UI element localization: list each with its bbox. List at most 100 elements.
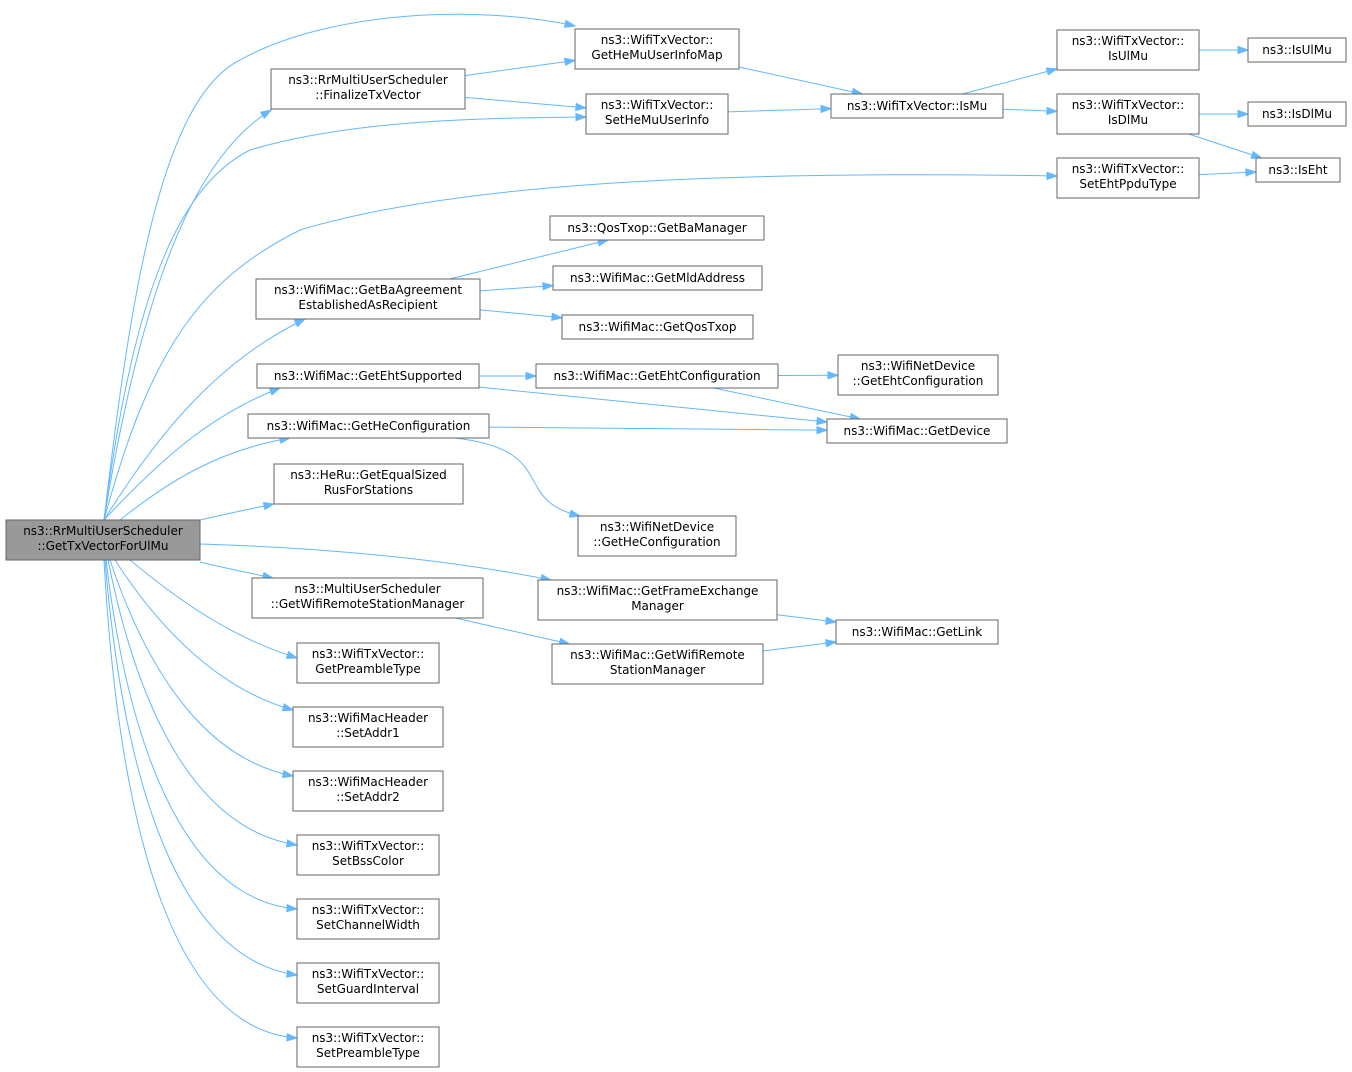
- node-box[interactable]: [585, 93, 729, 135]
- node-box[interactable]: [296, 1026, 440, 1068]
- edge-line: [464, 59, 576, 77]
- node-box[interactable]: [296, 962, 440, 1004]
- arrow-head: [268, 387, 282, 396]
- edge-line: [109, 559, 294, 777]
- edge-root-to-musGetWrsm: [199, 561, 275, 580]
- node-setEhtPpduType[interactable]: ns3::WifiTxVector::SetEhtPpduType: [1056, 157, 1200, 199]
- node-box[interactable]: [1255, 157, 1341, 183]
- node-box[interactable]: [535, 363, 779, 389]
- node-box[interactable]: [835, 619, 999, 645]
- node-root[interactable]: ns3::RrMultiUserScheduler::GetTxVectorFo…: [5, 519, 201, 561]
- arrow-head: [1046, 171, 1059, 181]
- node-setPreambleType[interactable]: ns3::WifiTxVector::SetPreambleType: [296, 1026, 440, 1068]
- node-box[interactable]: [551, 643, 764, 685]
- node-isDlMuTx[interactable]: ns3::WifiTxVector::IsDlMu: [1056, 93, 1200, 135]
- node-box[interactable]: [826, 418, 1008, 444]
- node-getLink[interactable]: ns3::WifiMac::GetLink: [835, 619, 999, 645]
- node-macGetHeConfig[interactable]: ns3::WifiMac::GetHeConfiguration: [247, 413, 490, 439]
- node-macGetWrsm[interactable]: ns3::WifiMac::GetWifiRemoteStationManage…: [551, 643, 764, 685]
- node-box[interactable]: [1247, 37, 1347, 63]
- edge-isUlMuTx-to-isUlMu: [1199, 45, 1250, 55]
- node-label-line: ns3::HeRu::GetEqualSized: [290, 468, 447, 482]
- node-isMu[interactable]: ns3::WifiTxVector::IsMu: [830, 93, 1004, 119]
- edge-root-to-getEhtSupported: [103, 387, 282, 521]
- edge-root-to-getHeMuUserInfoMap: [103, 13, 577, 521]
- node-getEhtSupported[interactable]: ns3::WifiMac::GetEhtSupported: [256, 363, 480, 389]
- node-label-line: RusForStations: [324, 483, 413, 497]
- node-box[interactable]: [273, 463, 464, 505]
- node-isUlMu[interactable]: ns3::IsUlMu: [1247, 37, 1347, 63]
- node-label-line: ns3::WifiMac::GetWifiRemote: [570, 648, 745, 662]
- arrow-head: [568, 509, 582, 518]
- node-box[interactable]: [837, 354, 999, 396]
- edge-line: [103, 116, 587, 521]
- node-box[interactable]: [292, 770, 444, 812]
- node-box[interactable]: [296, 898, 440, 940]
- node-box[interactable]: [251, 577, 484, 619]
- node-macGetEhtConfig[interactable]: ns3::WifiMac::GetEhtConfiguration: [535, 363, 779, 389]
- node-box[interactable]: [1056, 157, 1200, 199]
- edge-line: [727, 108, 832, 113]
- node-box[interactable]: [296, 642, 440, 684]
- node-label-line: ns3::WifiTxVector::: [312, 967, 425, 981]
- edge-root-to-finalize: [103, 109, 273, 521]
- arrow-head: [285, 650, 299, 659]
- node-setBssColor[interactable]: ns3::WifiTxVector::SetBssColor: [296, 834, 440, 876]
- node-musGetWrsm[interactable]: ns3::MultiUserScheduler::GetWifiRemoteSt…: [251, 577, 484, 619]
- node-box[interactable]: [577, 515, 737, 557]
- node-devGetHeConfig[interactable]: ns3::WifiNetDevice::GetHeConfiguration: [577, 515, 737, 557]
- edge-line: [103, 318, 306, 521]
- node-box[interactable]: [5, 519, 201, 561]
- node-setAddr2[interactable]: ns3::WifiMacHeader::SetAddr2: [292, 770, 444, 812]
- node-setChannelWidth[interactable]: ns3::WifiTxVector::SetChannelWidth: [296, 898, 440, 940]
- node-box[interactable]: [270, 68, 466, 110]
- node-box[interactable]: [255, 278, 481, 320]
- node-label-line: ns3::RrMultiUserScheduler: [23, 524, 183, 538]
- node-getDevice[interactable]: ns3::WifiMac::GetDevice: [826, 418, 1008, 444]
- node-isDlMu[interactable]: ns3::IsDlMu: [1247, 101, 1347, 127]
- edge-line: [464, 96, 587, 109]
- arrow-head: [816, 425, 829, 435]
- node-getQosTxop[interactable]: ns3::WifiMac::GetQosTxop: [561, 314, 754, 340]
- node-box[interactable]: [292, 706, 444, 748]
- edge-musGetWrsm-to-macGetWrsm: [455, 617, 572, 646]
- edge-root-to-getBaAgreement: [103, 318, 307, 521]
- node-getMldAddress[interactable]: ns3::WifiMac::GetMldAddress: [552, 265, 763, 291]
- node-box[interactable]: [549, 215, 765, 241]
- node-box[interactable]: [247, 413, 490, 439]
- edge-macGetWrsm-to-getLink: [762, 639, 838, 652]
- node-box[interactable]: [1056, 93, 1200, 135]
- node-label-line: ns3::MultiUserScheduler: [294, 582, 440, 596]
- node-getBaManager[interactable]: ns3::QosTxop::GetBaManager: [549, 215, 765, 241]
- node-box[interactable]: [296, 834, 440, 876]
- node-box[interactable]: [561, 314, 754, 340]
- node-label-line: ns3::WifiMac::GetLink: [852, 625, 982, 639]
- node-label-line: EstablishedAsRecipient: [298, 298, 438, 312]
- node-isUlMuTx[interactable]: ns3::WifiTxVector::IsUlMu: [1056, 29, 1200, 71]
- node-setAddr1[interactable]: ns3::WifiMacHeader::SetAddr1: [292, 706, 444, 748]
- node-finalize[interactable]: ns3::RrMultiUserScheduler::FinalizeTxVec…: [270, 68, 466, 110]
- node-box[interactable]: [830, 93, 1004, 119]
- arrow-head: [825, 616, 838, 625]
- node-box[interactable]: [1056, 29, 1200, 71]
- edge-root-to-setAddr1: [114, 559, 295, 712]
- node-label-line: GetHeMuUserInfoMap: [591, 48, 722, 62]
- node-setGuardInterval[interactable]: ns3::WifiTxVector::SetGuardInterval: [296, 962, 440, 1004]
- edge-line: [129, 559, 298, 659]
- node-label-line: ns3::WifiMac::GetQosTxop: [579, 320, 737, 334]
- node-box[interactable]: [1247, 101, 1347, 127]
- node-getHeMuUserInfoMap[interactable]: ns3::WifiTxVector::GetHeMuUserInfoMap: [574, 28, 740, 70]
- node-isEht[interactable]: ns3::IsEht: [1255, 157, 1341, 183]
- node-getBaAgreement[interactable]: ns3::WifiMac::GetBaAgreementEstablishedA…: [255, 278, 481, 320]
- node-box[interactable]: [537, 579, 778, 621]
- node-box[interactable]: [552, 265, 763, 291]
- node-devGetEhtConfig[interactable]: ns3::WifiNetDevice::GetEhtConfiguration: [837, 354, 999, 396]
- node-box[interactable]: [574, 28, 740, 70]
- node-getPreambleType[interactable]: ns3::WifiTxVector::GetPreambleType: [296, 642, 440, 684]
- node-setHeMuUserInfo[interactable]: ns3::WifiTxVector::SetHeMuUserInfo: [585, 93, 729, 135]
- edge-line: [103, 559, 298, 1039]
- node-box[interactable]: [256, 363, 480, 389]
- arrow-head: [542, 282, 555, 291]
